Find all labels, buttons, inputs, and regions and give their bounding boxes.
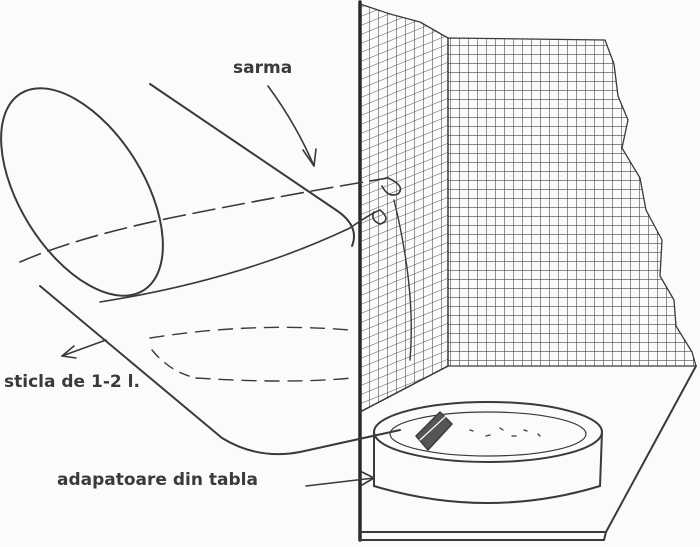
arrow-wire bbox=[267, 85, 315, 167]
side-wall-mesh bbox=[359, 3, 449, 413]
arrow-drinker bbox=[305, 477, 375, 487]
bottle-label: sticla de 1-2 l. bbox=[4, 372, 140, 392]
bottle-neck bbox=[415, 411, 453, 451]
leader-arrows bbox=[61, 85, 375, 487]
arrow-bottle bbox=[61, 339, 107, 357]
wire bbox=[19, 177, 412, 361]
back-wall-mesh bbox=[447, 37, 697, 367]
drinker-label: adapatoare din tabla bbox=[57, 470, 258, 490]
wire-label: sarma bbox=[233, 58, 293, 78]
bottle bbox=[0, 83, 401, 456]
drinker-pan bbox=[373, 401, 603, 504]
